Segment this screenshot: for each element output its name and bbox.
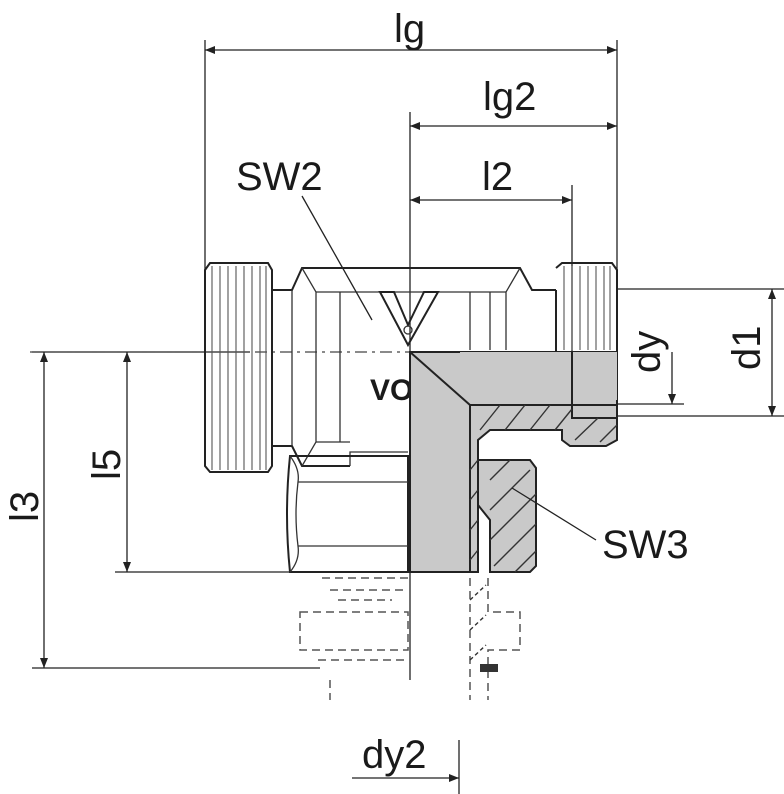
sw3-leader xyxy=(511,487,597,541)
sw2-leader xyxy=(301,195,373,321)
label-l2: l2 xyxy=(482,155,513,199)
tee-body-section xyxy=(409,351,618,573)
swivel-nut-view xyxy=(286,455,409,573)
dimension-lines xyxy=(32,40,784,794)
v-marking xyxy=(378,291,440,348)
label-lg: lg xyxy=(394,7,425,51)
label-l5: l5 xyxy=(85,449,129,480)
right-thread-lines xyxy=(563,266,611,350)
hatch-lines xyxy=(469,404,618,573)
mating-part-dashed xyxy=(299,577,521,700)
label-dy: dy xyxy=(625,331,669,373)
label-l3: l3 xyxy=(3,491,47,522)
label-sw3: SW3 xyxy=(602,523,689,567)
left-thread-lines xyxy=(211,266,267,470)
body-marking: VO xyxy=(370,374,413,407)
label-d1: d1 xyxy=(725,326,769,371)
label-dy2: dy2 xyxy=(362,733,427,777)
label-lg2: lg2 xyxy=(483,75,536,119)
label-sw2: SW2 xyxy=(236,155,323,199)
